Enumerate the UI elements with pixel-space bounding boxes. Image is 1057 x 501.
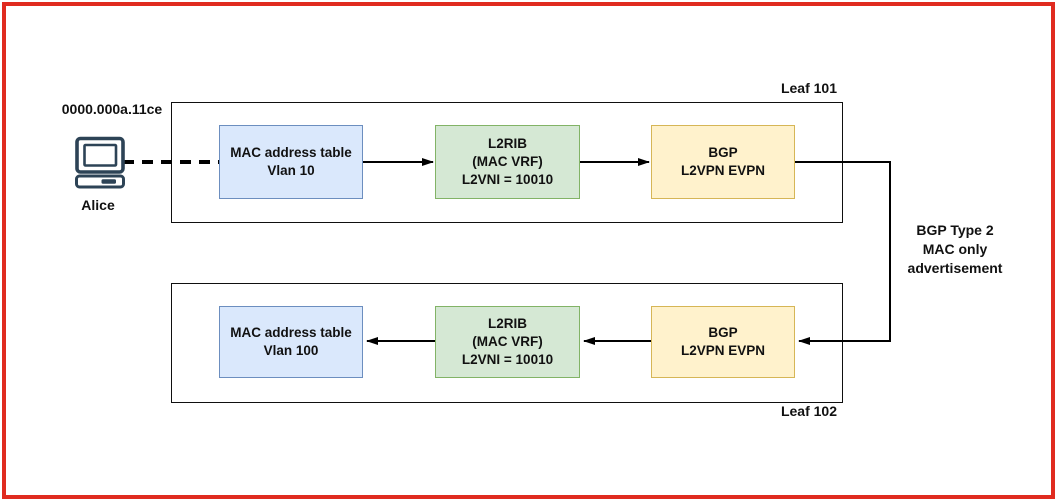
node-text-line: L2RIB: [487, 316, 527, 331]
annotation-line: MAC only: [922, 241, 988, 257]
node-bgp-leaf101: BGP L2VPN EVPN: [651, 125, 795, 199]
node-l2rib-leaf101: L2RIB (MAC VRF) L2VNI = 10010: [435, 125, 580, 199]
host-mac-address-label: 0000.000a.11ce: [61, 101, 163, 117]
node-text-line: L2RIB: [487, 136, 527, 151]
node-text-line: Vlan 10: [267, 163, 315, 178]
node-text-line: L2VNI = 10010: [461, 172, 554, 187]
node-text-line: (MAC VRF): [472, 154, 543, 169]
leaf101-title: Leaf 101: [780, 80, 837, 96]
node-text-line: L2VNI = 10010: [461, 352, 554, 367]
node-text-line: Vlan 100: [263, 343, 319, 358]
node-text-line: BGP: [708, 145, 738, 160]
leaf102-title: Leaf 102: [780, 403, 837, 419]
host-name-label: Alice: [81, 197, 115, 213]
node-text-line: BGP: [708, 325, 738, 340]
annotation-line: BGP Type 2: [916, 222, 994, 238]
node-text-line: (MAC VRF): [472, 334, 543, 349]
leaf102-container: [171, 283, 843, 403]
node-bgp-leaf102: BGP L2VPN EVPN: [651, 306, 795, 378]
node-text-line: MAC address table: [230, 145, 352, 160]
annotation-line: advertisement: [907, 260, 1003, 276]
node-text-line: MAC address table: [230, 325, 352, 340]
node-text-line: L2VPN EVPN: [680, 343, 766, 358]
node-l2rib-leaf102: L2RIB (MAC VRF) L2VNI = 10010: [435, 306, 580, 378]
bgp-type2-annotation: BGP Type 2 MAC only advertisement: [883, 221, 1027, 278]
node-mac-table-leaf102: MAC address table Vlan 100: [219, 306, 363, 378]
node-mac-table-leaf101: MAC address table Vlan 10: [219, 125, 363, 199]
node-text-line: L2VPN EVPN: [680, 163, 766, 178]
